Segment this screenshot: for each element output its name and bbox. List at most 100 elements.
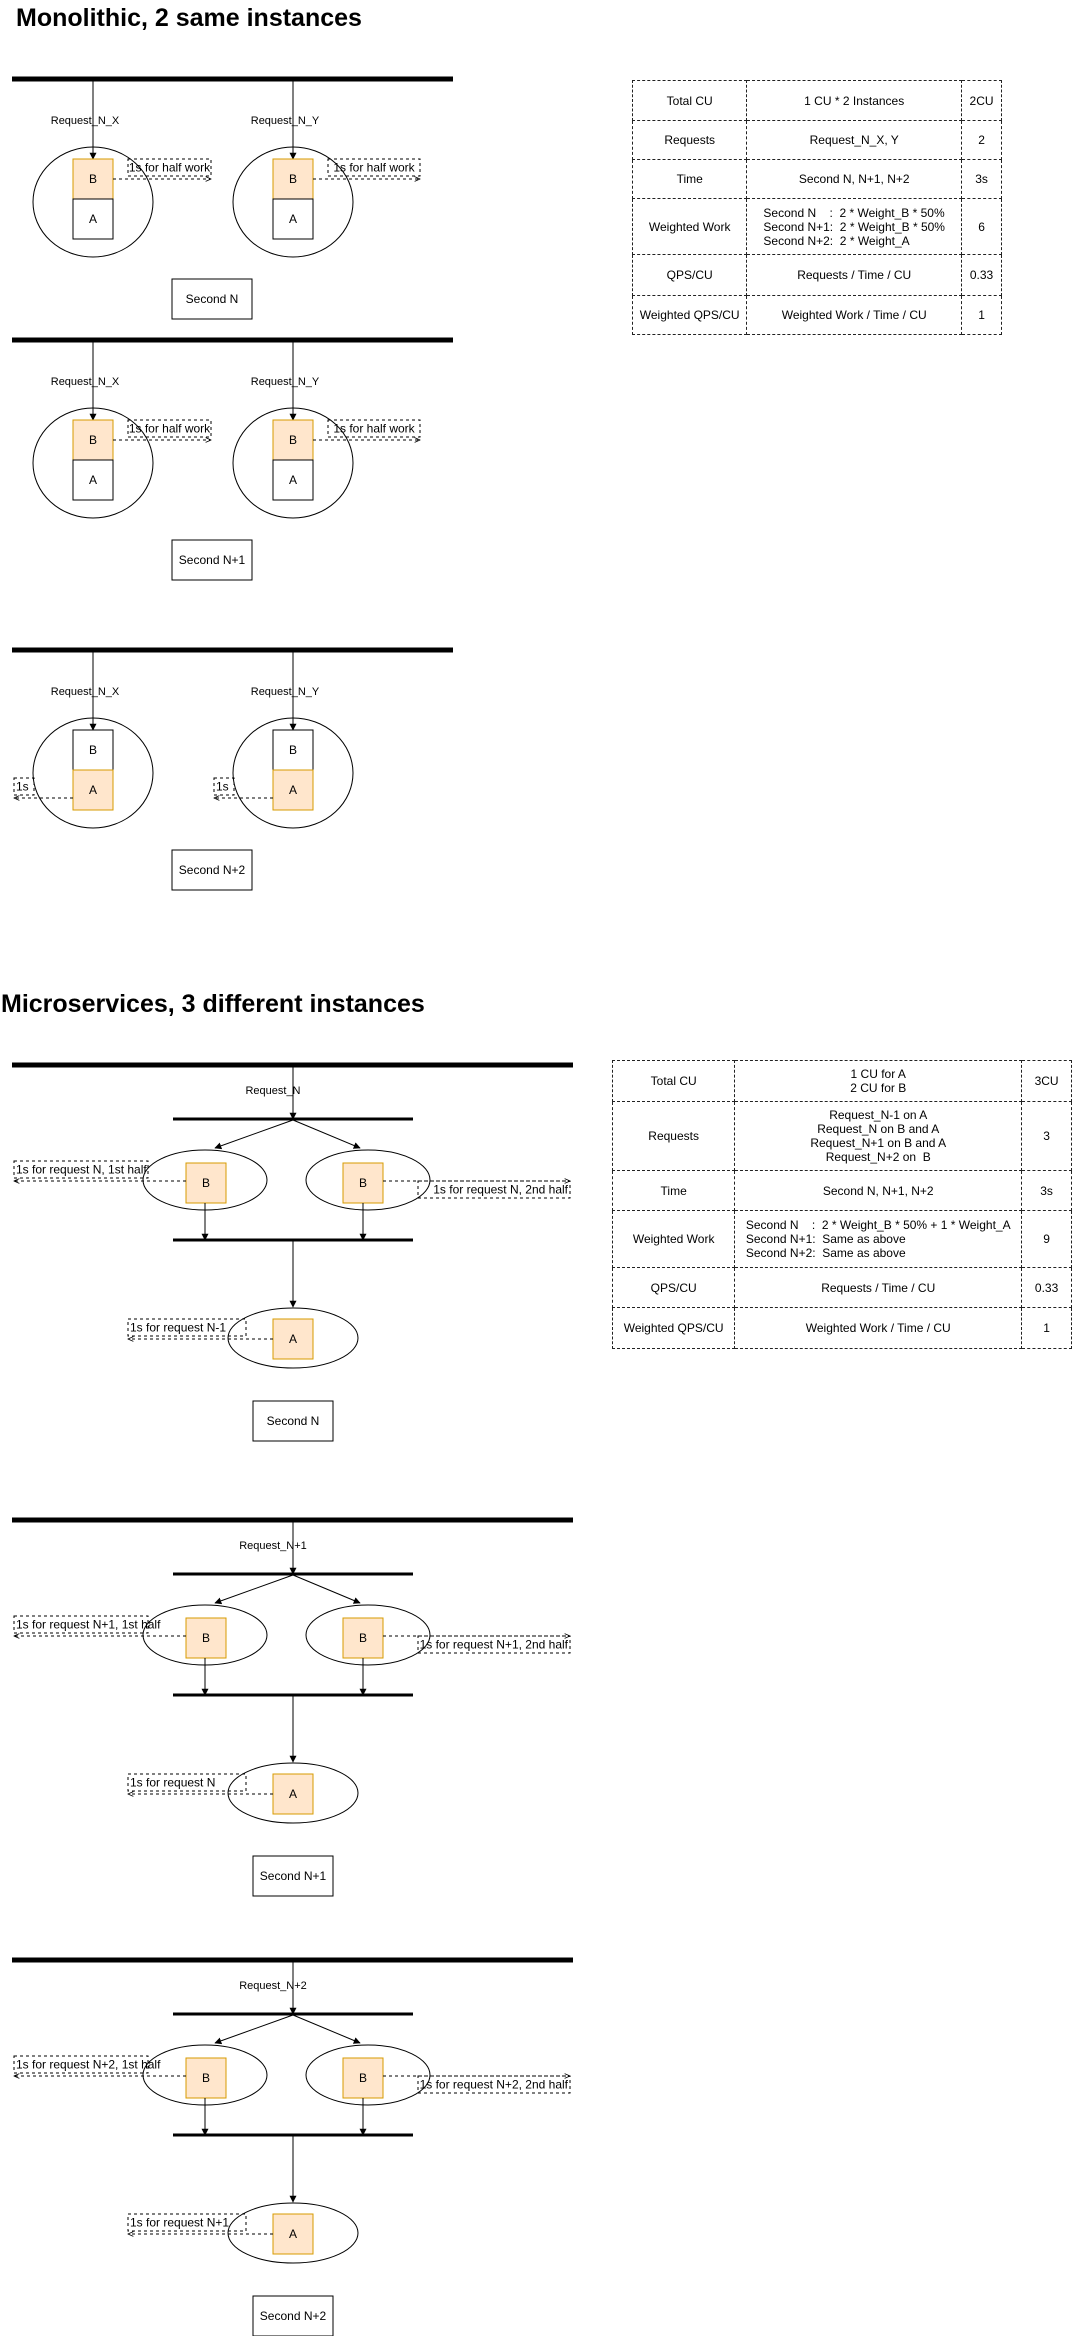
cell-value-text: 0.33: [969, 268, 994, 282]
right-half-work-label: 1s for request N+2, 2nd half: [420, 2078, 569, 2092]
a-work-label: 1s for request N: [130, 1776, 215, 1790]
half-work-label-box: [127, 158, 212, 177]
second-n2-label-box: [252, 2295, 334, 2336]
cell-label: Weighted Work: [631, 198, 748, 255]
instance-a-ellipse: [227, 1762, 359, 1824]
service-b-box-label: B: [289, 743, 297, 757]
service-a-box-label: A: [289, 1332, 297, 1346]
cell-label: QPS/CU: [631, 254, 748, 296]
service-a-box-label: A: [89, 783, 97, 797]
cell-value-text: 3CU: [1034, 1074, 1059, 1088]
half-work-label: 1s for half work: [333, 422, 415, 436]
service-b2-box-label: B: [359, 1176, 367, 1190]
cell-label: Requests: [611, 1101, 736, 1171]
left-half-work-label-box: [13, 1615, 149, 1634]
service-b1-box: [185, 1162, 227, 1204]
second-n2-label: Second N+2: [260, 2309, 327, 2323]
instance-b2-ellipse: [305, 1604, 431, 1666]
instance-a-ellipse: [227, 2202, 359, 2264]
cell-value: 6: [961, 198, 1002, 255]
monolithic-diagram: Request_N_X Request_N_Y B A B A 1s for half wo…: [12, 76, 453, 891]
cell-label: Total CU: [631, 80, 748, 121]
instance-b2-ellipse: [305, 2044, 431, 2106]
service-a-box-label: A: [289, 212, 297, 226]
cell-value: 2CU: [961, 80, 1002, 121]
cell-formula: Weighted Work / Time / CU: [734, 1307, 1023, 1349]
cell-label: Requests: [631, 120, 748, 160]
left-half-work-label: 1s for request N+2, 1st half: [16, 2058, 161, 2072]
cell-formula-text: Weighted Work / Time / CU: [781, 308, 927, 322]
second-n1-label: Second N+1: [179, 553, 246, 567]
cell-label-text: QPS/CU: [650, 1280, 697, 1295]
cell-formula: Second N : 2 * Weight_B * 50% + 1 * Weig…: [734, 1210, 1023, 1268]
cell-formula-text: Second N : 2 * Weight_B * 50% Second N+1…: [763, 205, 945, 248]
second-n1-label-box: [171, 539, 253, 581]
service-a-box: [272, 769, 314, 811]
service-a-box-label: A: [289, 783, 297, 797]
left-half-work-label: 1s for request N+1, 1st half: [16, 1618, 161, 1632]
request-n-x-label: Request_N_X: [51, 115, 120, 127]
service-a-box-label: A: [89, 473, 97, 487]
table-row: Weighted Work Second N : 2 * Weight_B * 5…: [631, 198, 1002, 255]
cell-label: Time: [631, 159, 748, 199]
microservices-metrics-table: Total CU 1 CU for A 2 CU for B 3CU Requests…: [611, 1060, 1072, 1349]
request-label: Request_N+1: [239, 1540, 307, 1552]
cell-value-text: 0.33: [1034, 1280, 1059, 1295]
cell-formula: Second N, N+1, N+2: [734, 1170, 1023, 1211]
cell-formula: Request_N-1 on A Request_N on B and A Re…: [734, 1101, 1023, 1171]
service-b1-box-label: B: [202, 1631, 210, 1645]
cell-value-text: 1: [1043, 1321, 1050, 1335]
service-b2-box-label: B: [359, 1631, 367, 1645]
cell-label-text: Total CU: [650, 1074, 697, 1088]
service-b1-box: [185, 1617, 227, 1659]
cell-value-text: 1: [978, 308, 985, 322]
a-work-label: 1s for request N+1: [130, 2216, 229, 2230]
service-a-box-label: A: [89, 212, 97, 226]
table-row: Total CU 1 CU for A 2 CU for B 3CU: [611, 1060, 1072, 1102]
service-b2-box: [342, 1617, 384, 1659]
cell-formula-text: Second N, N+1, N+2: [798, 172, 910, 186]
left-half-work-label: 1s for request N, 1st half: [16, 1163, 147, 1177]
cell-value: 1: [961, 295, 1002, 335]
monolithic-section-title: Monolithic, 2 same instances: [16, 4, 362, 32]
cell-value: 3CU: [1021, 1060, 1072, 1102]
left-half-work-label-box: [13, 1160, 149, 1179]
cell-label: Weighted QPS/CU: [611, 1307, 736, 1349]
service-b2-box: [342, 1162, 384, 1204]
service-a-box: [272, 459, 314, 501]
cell-value-text: 2CU: [969, 93, 994, 108]
service-a-box-label: A: [289, 1787, 297, 1801]
cell-label-text: Weighted QPS/CU: [639, 308, 740, 322]
cell-value: 9: [1021, 1210, 1072, 1268]
second-n-label: Second N: [186, 292, 239, 306]
request-n-x-label: Request_N_X: [51, 376, 120, 388]
cell-formula: 1 CU for A 2 CU for B: [734, 1060, 1023, 1102]
cell-formula: Weighted Work / Time / CU: [746, 295, 963, 335]
cell-value-text: 3s: [1040, 1183, 1053, 1198]
arrow: [292, 2014, 361, 2044]
microservices-section-title: Microservices, 3 different instances: [1, 990, 425, 1018]
second-n1-label: Second N+1: [260, 1869, 327, 1883]
service-b-box-label: B: [89, 743, 97, 757]
cell-formula: Second N, N+1, N+2: [746, 159, 963, 199]
cell-label-text: Total CU: [666, 93, 713, 108]
service-a-box: [272, 1318, 314, 1360]
cell-formula: Second N : 2 * Weight_B * 50% Second N+1…: [746, 198, 963, 255]
service-b-box-label: B: [89, 172, 97, 186]
service-b-box: [72, 419, 114, 461]
cell-formula-text: Request_N-1 on A Request_N on B and A Re…: [810, 1108, 947, 1164]
request-n-y-label: Request_N_Y: [251, 376, 320, 388]
cell-label-text: Requests: [664, 133, 716, 147]
cell-formula: Request_N_X, Y: [746, 120, 963, 160]
